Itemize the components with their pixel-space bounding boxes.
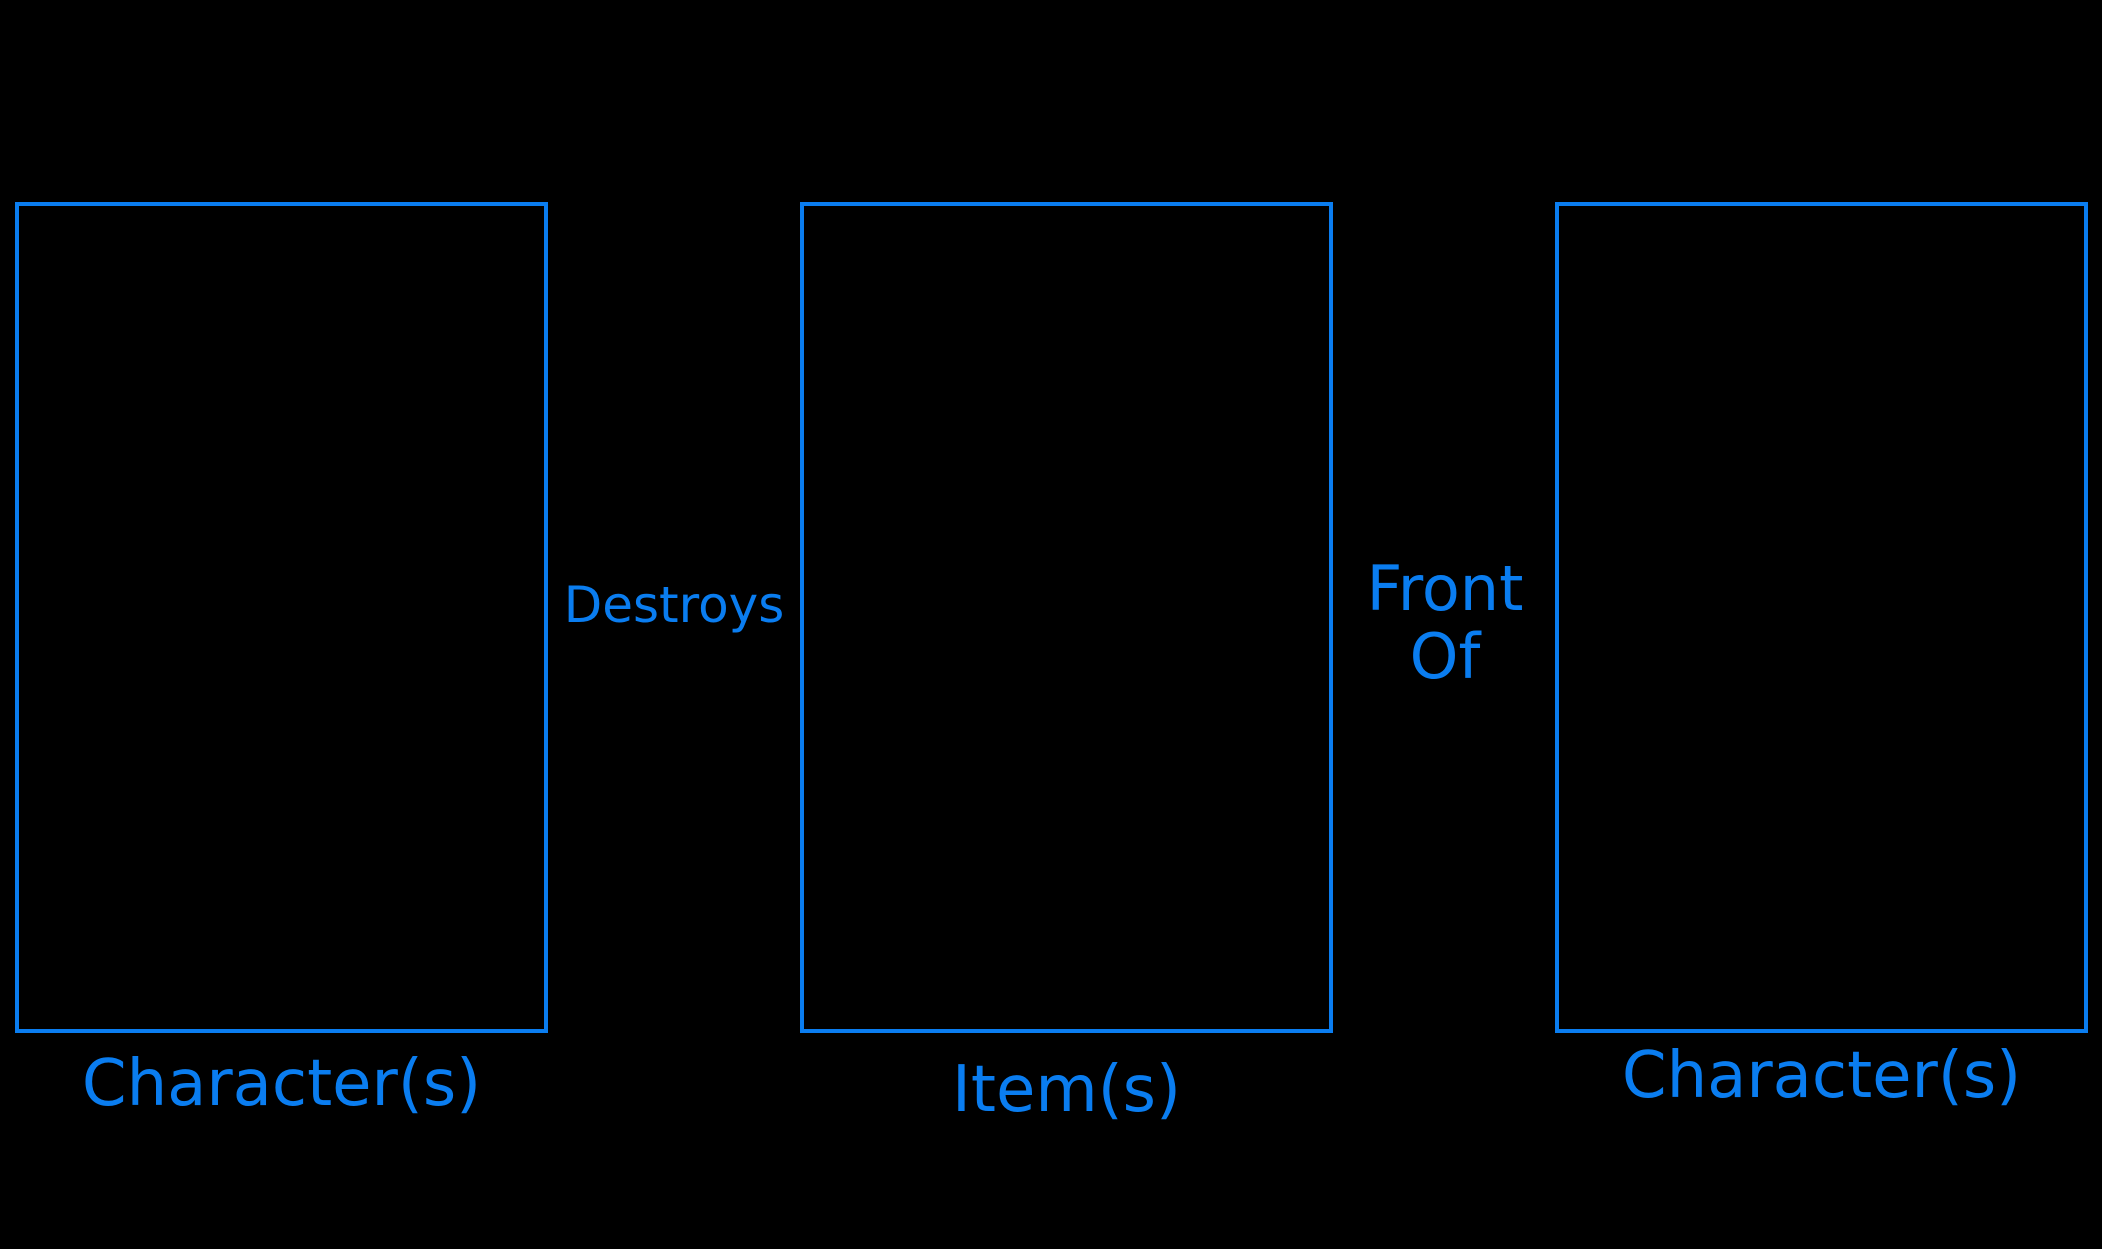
right-character-panel — [1555, 202, 2088, 1033]
item-panel — [800, 202, 1333, 1033]
left-character-caption: Character(s) — [81, 1047, 482, 1121]
left-character-panel — [15, 202, 548, 1033]
front-of-label: Front Of — [1366, 552, 1524, 693]
destroys-label: Destroys — [563, 576, 785, 634]
item-caption: Item(s) — [952, 1053, 1181, 1127]
right-character-caption: Character(s) — [1621, 1039, 2022, 1113]
